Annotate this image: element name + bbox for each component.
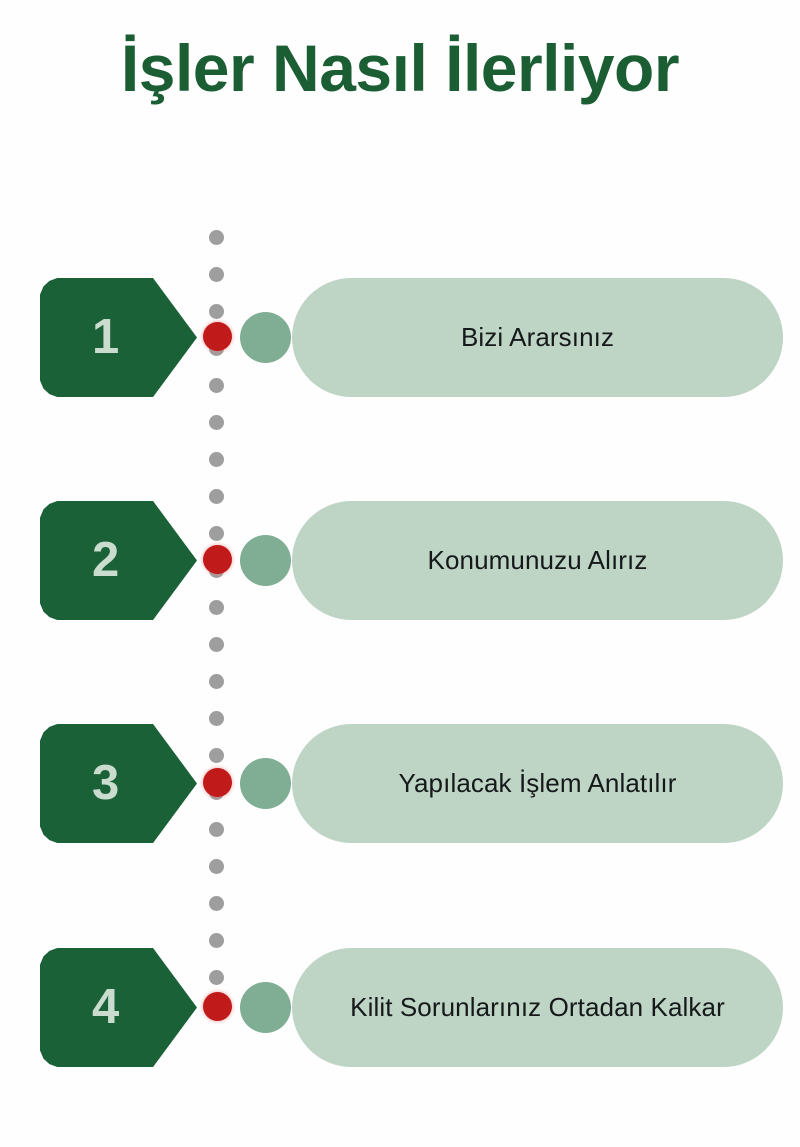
step-number-badge[interactable]: 2 xyxy=(40,501,197,620)
timeline-marker-red-dot-icon xyxy=(203,545,232,574)
step-number-badge[interactable]: 1 xyxy=(40,278,197,397)
timeline-dot-icon xyxy=(209,858,224,874)
step-number-label: 3 xyxy=(92,756,120,810)
timeline-dot-icon xyxy=(209,673,224,689)
timeline-dot-icon xyxy=(209,229,224,245)
step-number-badge[interactable]: 3 xyxy=(40,724,197,843)
step-row: 3 Yapılacak İşlem Anlatılır xyxy=(0,724,800,854)
timeline-dot-icon xyxy=(209,414,224,430)
timeline-marker-red-dot-icon xyxy=(203,322,232,351)
timeline-dot-icon xyxy=(209,636,224,652)
step-label-pill[interactable]: Kilit Sorunlarınız Ortadan Kalkar xyxy=(292,948,783,1067)
step-label-text: Bizi Ararsınız xyxy=(460,322,615,353)
step-label-pill[interactable]: Konumunuzu Alırız xyxy=(292,501,783,620)
step-row: 1 Bizi Ararsınız xyxy=(0,278,800,408)
timeline-dot-icon xyxy=(209,895,224,911)
timeline-dot-icon xyxy=(209,932,224,948)
timeline-marker-circle-icon xyxy=(240,312,291,363)
step-label-pill[interactable]: Bizi Ararsınız xyxy=(292,278,783,397)
timeline-marker-circle-icon xyxy=(240,535,291,586)
page-title: İşler Nasıl İlerliyor xyxy=(120,31,680,105)
step-number-label: 1 xyxy=(92,310,120,364)
step-number-badge[interactable]: 4 xyxy=(40,948,197,1067)
step-label-text: Konumunuzu Alırız xyxy=(427,545,648,576)
step-label-text: Yapılacak İşlem Anlatılır xyxy=(398,768,677,799)
timeline-marker-circle-icon xyxy=(240,982,291,1033)
timeline-marker-red-dot-icon xyxy=(203,768,232,797)
timeline-marker-red-dot-icon xyxy=(203,992,232,1021)
step-row: 2 Konumunuzu Alırız xyxy=(0,501,800,631)
step-label-text: Kilit Sorunlarınız Ortadan Kalkar xyxy=(350,992,725,1023)
timeline-dot-icon xyxy=(209,451,224,467)
step-label-pill[interactable]: Yapılacak İşlem Anlatılır xyxy=(292,724,783,843)
step-number-label: 2 xyxy=(92,533,120,587)
step-number-label: 4 xyxy=(92,980,120,1034)
step-row: 4 Kilit Sorunlarınız Ortadan Kalkar xyxy=(0,948,800,1078)
timeline-marker-circle-icon xyxy=(240,758,291,809)
